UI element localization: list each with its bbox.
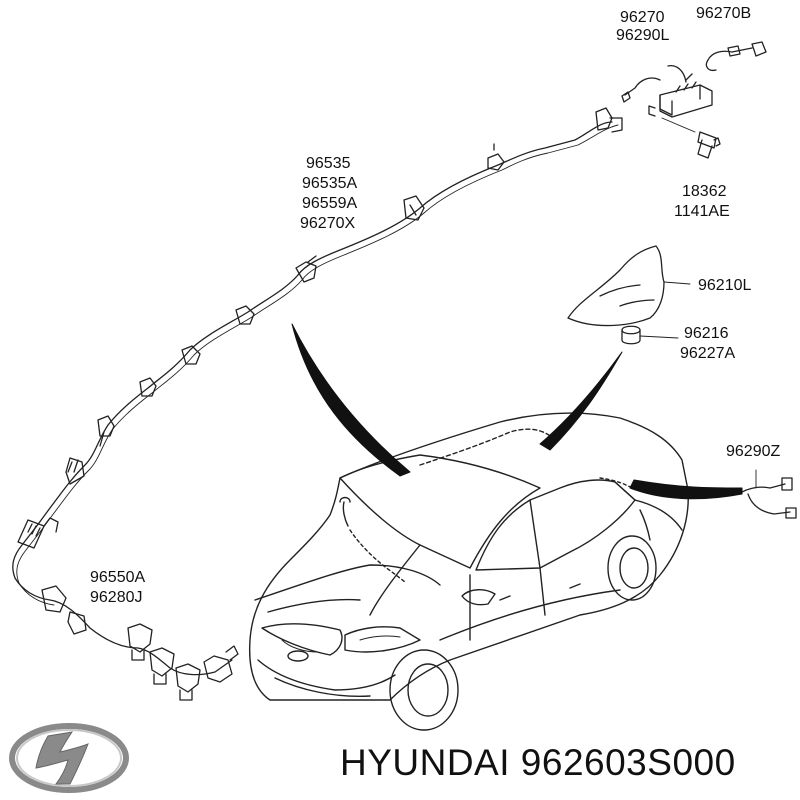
brand-part-number: HYUNDAI 962603S000 (340, 742, 736, 783)
inline-amplifier (17, 517, 59, 549)
antenna-cable-harness (12, 107, 623, 701)
label-96290l: 96290L (616, 27, 669, 44)
label-96280j: 96280J (90, 589, 143, 606)
cable-clip (181, 345, 201, 365)
label-18362: 18362 (682, 183, 727, 200)
car-body (248, 412, 689, 731)
callout-pointer (291, 323, 743, 500)
lower-bracket (41, 585, 239, 701)
cable-96270b (705, 41, 767, 72)
label-96535a: 96535A (302, 175, 357, 192)
cable-clip (595, 107, 623, 133)
label-96270x: 96270X (300, 215, 355, 232)
label-96535: 96535 (306, 155, 351, 172)
hyundai-logo-icon (9, 723, 129, 793)
label-96210l: 96210L (698, 277, 751, 294)
cable-clip (235, 305, 255, 325)
label-96216: 96216 (684, 325, 729, 342)
cable-clip (487, 143, 505, 171)
label-96290z: 96290Z (726, 443, 780, 460)
shark-fin-antenna (567, 245, 691, 327)
part-labels: 96270 96290L 96270B 96535 96535A 96559A … (90, 5, 780, 606)
cable-connector (65, 457, 85, 485)
bolt-18362 (661, 117, 721, 159)
cable-clip (139, 377, 157, 397)
cable-clip (97, 415, 115, 447)
label-96227a: 96227A (680, 345, 735, 362)
antenna-base-96216 (621, 325, 679, 345)
label-96270: 96270 (620, 9, 665, 26)
label-96559a: 96559A (302, 195, 357, 212)
label-96270b: 96270B (696, 5, 751, 22)
cable-clip (403, 195, 425, 221)
cable-clip (295, 255, 317, 283)
label-1141ae: 1141AE (674, 203, 730, 220)
amplifier-module (621, 64, 713, 118)
cable-96290z (741, 469, 797, 519)
label-96550a: 96550A (90, 569, 145, 586)
